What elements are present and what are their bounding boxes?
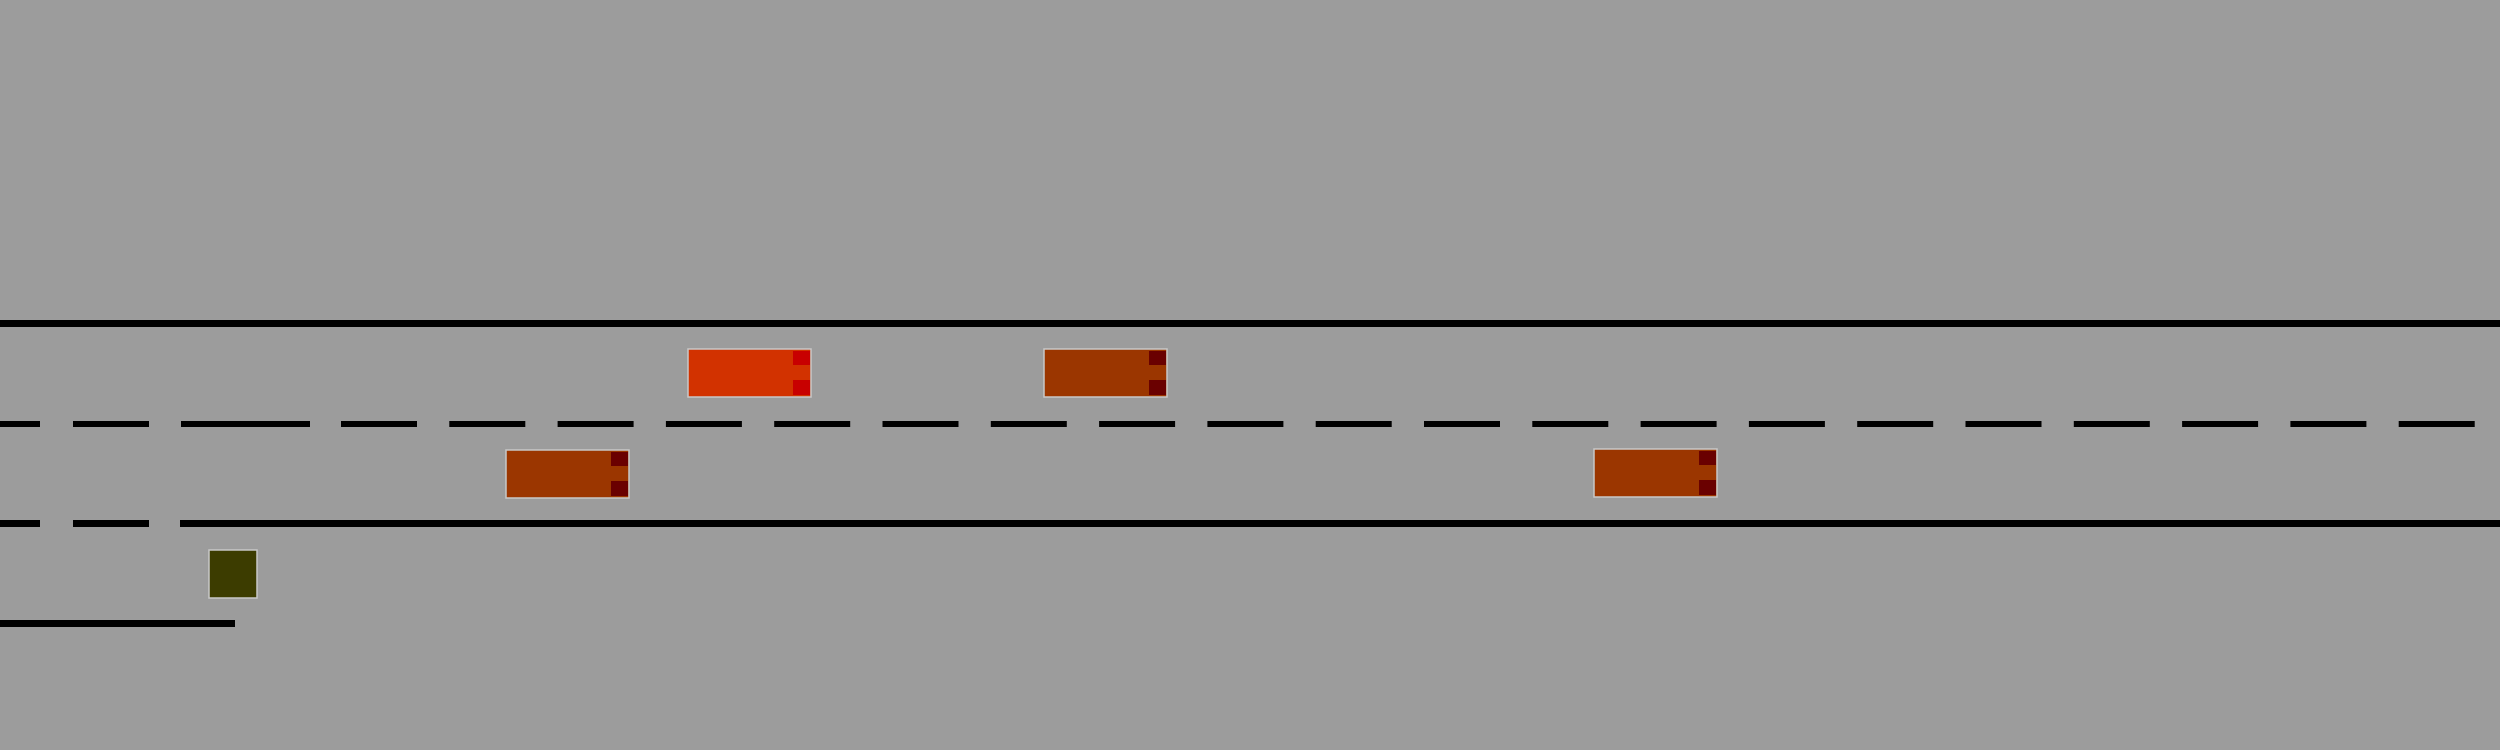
lane-dash <box>2290 421 2367 427</box>
other-vehicle-2 <box>505 449 630 499</box>
lane-dash <box>73 421 149 427</box>
vehicle-body <box>505 449 630 499</box>
vehicles-layer <box>505 348 1718 499</box>
lane-dash <box>2182 421 2259 427</box>
ramp-divider-dashed <box>0 520 149 527</box>
lane-dash <box>1857 421 1934 427</box>
road-bottom-edge <box>180 520 2500 527</box>
lane-dash <box>341 421 417 427</box>
lane-dash <box>990 421 1067 427</box>
ramp-dash <box>0 520 40 527</box>
road-top-edge <box>0 320 2500 327</box>
vehicle-front-light <box>611 452 628 466</box>
ramp-dash <box>73 520 149 527</box>
obstacles-layer <box>208 549 258 599</box>
vehicle-body <box>1043 348 1168 398</box>
lane-dash <box>1099 421 1176 427</box>
vehicle-front-light <box>1149 380 1166 395</box>
lane-dash <box>449 421 526 427</box>
vehicle-front-light <box>1149 351 1166 365</box>
other-vehicle-3 <box>1593 448 1718 498</box>
other-vehicle-1 <box>1043 348 1168 398</box>
lane-dash <box>557 421 634 427</box>
vehicle-front-light <box>611 481 628 496</box>
lane-dash <box>774 421 851 427</box>
vehicle-body <box>1593 448 1718 498</box>
lane-dash <box>1748 421 1825 427</box>
lane-dash <box>0 421 40 427</box>
vehicle-front-light <box>1699 451 1716 465</box>
lane-divider-dashed <box>0 421 2475 427</box>
lane-dash <box>882 421 959 427</box>
lane-dash <box>1640 421 1717 427</box>
vehicle-front-light <box>793 380 810 395</box>
ego-vehicle <box>687 348 812 398</box>
lane-dash <box>2073 421 2150 427</box>
lane-dash <box>1207 421 1284 427</box>
lane-dash <box>1965 421 2042 427</box>
ramp-obstacle <box>208 549 258 599</box>
lane-dash <box>665 421 742 427</box>
lane-dash <box>2398 421 2475 427</box>
vehicle-front-light <box>793 351 810 365</box>
lane-dash <box>1532 421 1609 427</box>
lane-dash <box>1315 421 1392 427</box>
vehicle-front-light <box>1699 480 1716 495</box>
ramp-bottom-edge <box>0 620 235 627</box>
lane-dash <box>1424 421 1500 427</box>
vehicle-body <box>687 348 812 398</box>
lane-dash <box>181 421 310 427</box>
